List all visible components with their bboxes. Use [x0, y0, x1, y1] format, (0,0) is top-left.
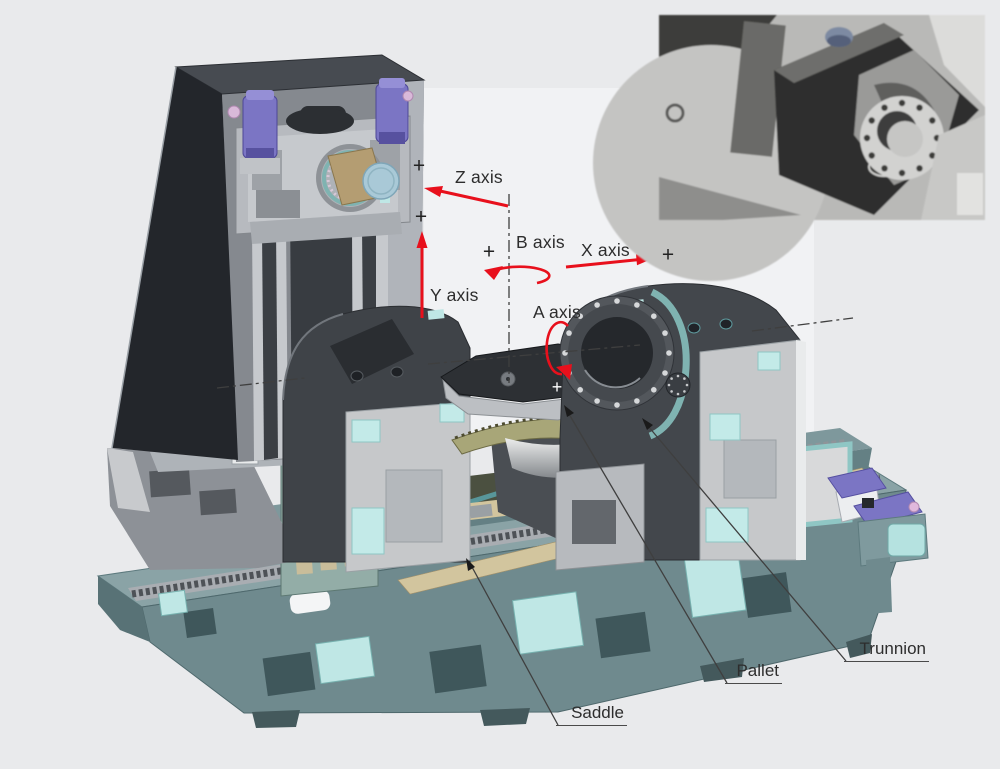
ballscrew-motor-right — [375, 78, 414, 144]
spindle-head — [227, 78, 414, 244]
small-flange — [665, 372, 691, 398]
pallet-label: Pallet — [725, 661, 782, 684]
a-axis-rotation-arrow — [545, 320, 572, 380]
z-axis-arrow — [424, 186, 509, 208]
b-axis-label: B axis — [516, 232, 565, 252]
trunnion-label: Trunnion — [844, 639, 929, 662]
b-plus-marker: + — [482, 240, 496, 264]
left-trunnion-housing — [282, 305, 471, 573]
a-plus-marker: + — [551, 377, 563, 398]
inset-photo — [593, 15, 985, 281]
z-plus-marker: + — [412, 154, 426, 178]
z-axis-label: Z axis — [455, 167, 503, 187]
a-axis-centerline — [216, 317, 854, 389]
x-plus-marker: + — [661, 243, 675, 267]
x-axis-label: X axis — [581, 240, 630, 260]
feed-motors — [827, 467, 929, 614]
pallet-leader-line — [564, 405, 728, 684]
y-axis-label: Y axis — [430, 285, 479, 305]
axis-annotations — [216, 186, 854, 726]
saddle-leader-line — [466, 558, 559, 726]
spindle — [316, 144, 400, 212]
y-plus-marker: + — [414, 205, 428, 229]
a-axis-label: A axis — [533, 302, 581, 322]
b-axis-rotation-arrow — [484, 265, 551, 285]
y-axis-arrow — [416, 231, 428, 318]
trunnion-leader-line — [642, 418, 847, 662]
trunnion-flange — [559, 295, 675, 411]
ballscrew-motor-left — [227, 90, 280, 174]
saddle-label: Saddle — [556, 703, 627, 726]
right-trunnion-housing — [555, 283, 806, 571]
